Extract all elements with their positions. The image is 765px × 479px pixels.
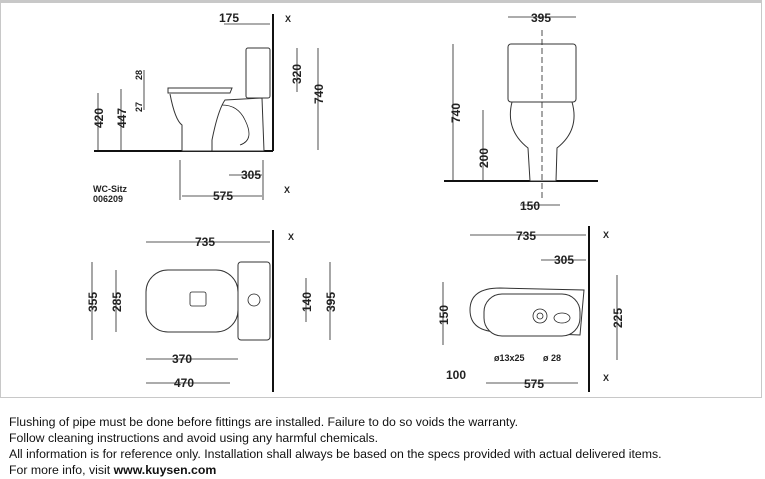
dim-575: 575 <box>213 189 233 203</box>
dim-575: 575 <box>524 377 544 391</box>
dim-355: 355 <box>86 292 100 312</box>
dim-225: 225 <box>611 308 625 328</box>
dim-27: 27 <box>134 102 144 112</box>
dim-447: 447 <box>115 108 129 128</box>
x-marker: X <box>603 230 609 240</box>
top-view: 735 X 355 285 140 395 370 470 <box>86 230 338 392</box>
technical-drawing: 175 X 320 740 28 27 420 447 305 575 X WC… <box>86 11 625 392</box>
dim-175: 175 <box>219 11 239 25</box>
hole-label-28: ø 28 <box>543 353 561 363</box>
note-reference: All information is for reference only. I… <box>9 447 662 461</box>
notes: Flushing of pipe must be done before fit… <box>9 414 662 478</box>
dim-320: 320 <box>290 64 304 84</box>
dim-28: 28 <box>134 70 144 80</box>
note-more-info: For more info, visit www.kuysen.com <box>9 462 662 478</box>
seat-number: 006209 <box>93 194 123 204</box>
more-info-text: For more info, visit <box>9 463 114 477</box>
dim-285: 285 <box>110 292 124 312</box>
note-cleaning: Follow cleaning instructions and avoid u… <box>9 431 379 445</box>
x-marker: X <box>284 185 290 195</box>
side-view: 175 X 320 740 28 27 420 447 305 575 X WC… <box>92 11 326 204</box>
website-link[interactable]: www.kuysen.com <box>113 463 217 477</box>
dim-395: 395 <box>324 292 338 312</box>
front-view: 395 740 200 150 <box>444 11 598 213</box>
dim-100: 100 <box>446 368 466 382</box>
dim-395: 395 <box>531 11 551 25</box>
seat-label: WC-Sitz <box>93 184 127 194</box>
note-flushing: Flushing of pipe must be done before fit… <box>9 415 519 429</box>
hole-label-13x25: ø13x25 <box>494 353 525 363</box>
plan-view: 735 305 X 150 225 ø13x25 ø 28 100 575 X <box>437 226 625 392</box>
drawing-frame <box>0 0 762 398</box>
dim-740: 740 <box>312 84 326 104</box>
dim-305: 305 <box>554 253 574 267</box>
dim-150: 150 <box>437 305 451 325</box>
dim-735: 735 <box>195 235 215 249</box>
dim-740: 740 <box>449 103 463 123</box>
dim-735: 735 <box>516 229 536 243</box>
dim-470: 470 <box>174 376 194 390</box>
dim-305: 305 <box>241 168 261 182</box>
dim-200: 200 <box>477 148 491 168</box>
dim-370: 370 <box>172 352 192 366</box>
x-marker: X <box>603 373 609 383</box>
dim-420: 420 <box>92 108 106 128</box>
x-marker: X <box>285 14 291 24</box>
dim-140: 140 <box>300 292 314 312</box>
dim-150: 150 <box>520 199 540 213</box>
x-marker: X <box>288 232 294 242</box>
